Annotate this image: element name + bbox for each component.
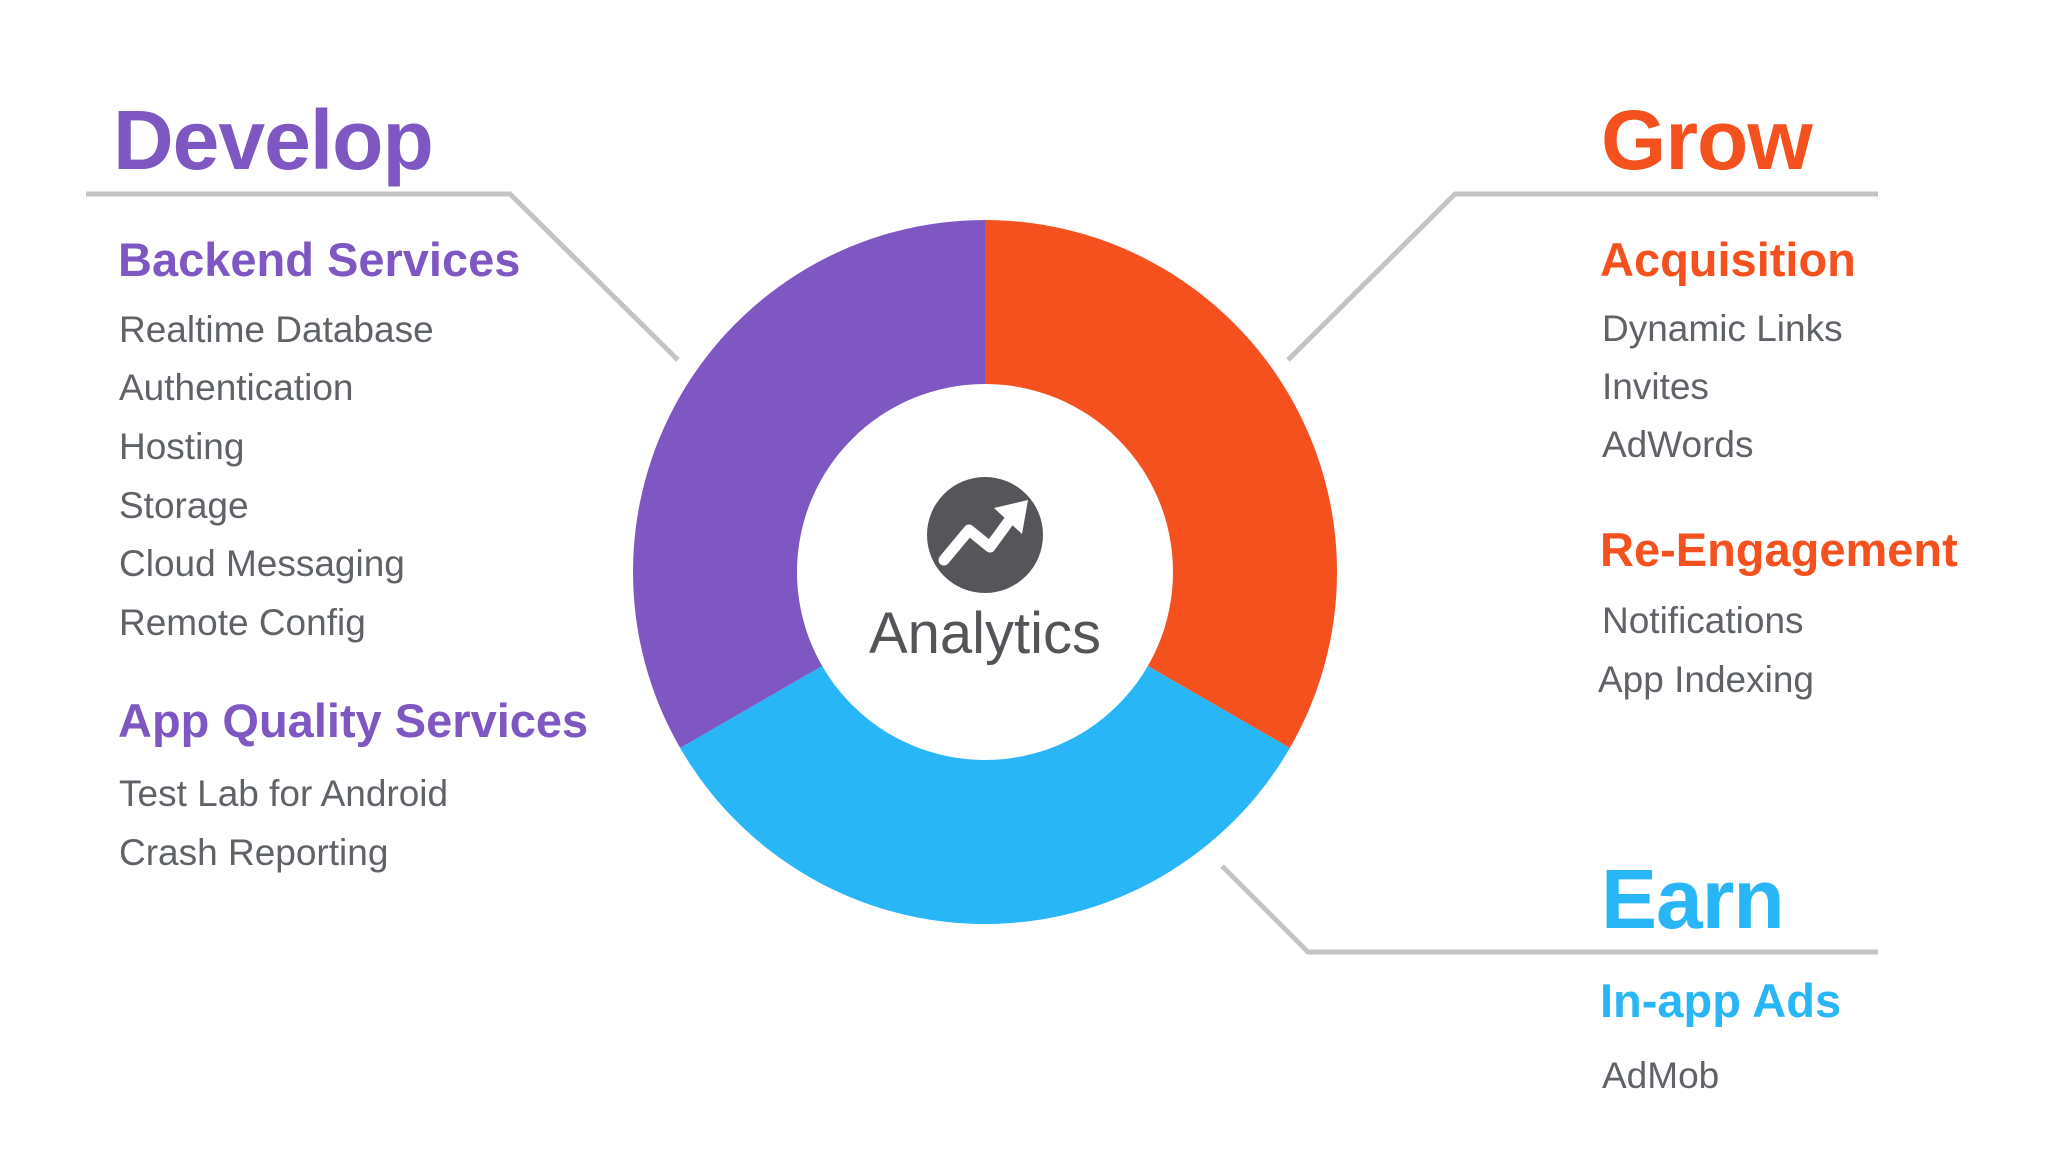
develop-list-item: Test Lab for Android <box>119 773 449 814</box>
develop-title: Develop <box>113 93 434 187</box>
earn-connector-line <box>1220 864 1878 955</box>
grow-list-item: AdWords <box>1602 424 1754 465</box>
develop-connector-line <box>86 191 680 362</box>
develop-list-item: Remote Config <box>119 602 366 643</box>
develop-list-item: Crash Reporting <box>119 832 389 873</box>
trending-up-icon <box>927 477 1043 593</box>
grow-group-heading: Re-Engagement <box>1600 523 1958 576</box>
develop-list-item: Hosting <box>119 426 245 467</box>
grow-connector-line <box>1286 191 1878 362</box>
grow-list-item: Invites <box>1602 366 1709 407</box>
grow-list-item: Dynamic Links <box>1602 308 1843 349</box>
grow-title: Grow <box>1601 93 1813 187</box>
earn-list-item: AdMob <box>1602 1055 1720 1096</box>
develop-list-item: Storage <box>119 485 249 526</box>
develop-group-heading: Backend Services <box>118 233 521 286</box>
grow-group-heading: Acquisition <box>1600 233 1856 286</box>
center-label: Analytics <box>868 601 1102 666</box>
develop-list-item: Cloud Messaging <box>119 543 405 584</box>
develop-list-item: Realtime Database <box>119 309 434 350</box>
earn-group-heading: In-app Ads <box>1600 974 1842 1027</box>
grow-list-item: App Indexing <box>1598 659 1815 700</box>
develop-list-item: Authentication <box>119 367 354 408</box>
grow-list-item: Notifications <box>1602 600 1804 641</box>
develop-group-heading: App Quality Services <box>118 694 589 747</box>
earn-title: Earn <box>1601 852 1785 946</box>
